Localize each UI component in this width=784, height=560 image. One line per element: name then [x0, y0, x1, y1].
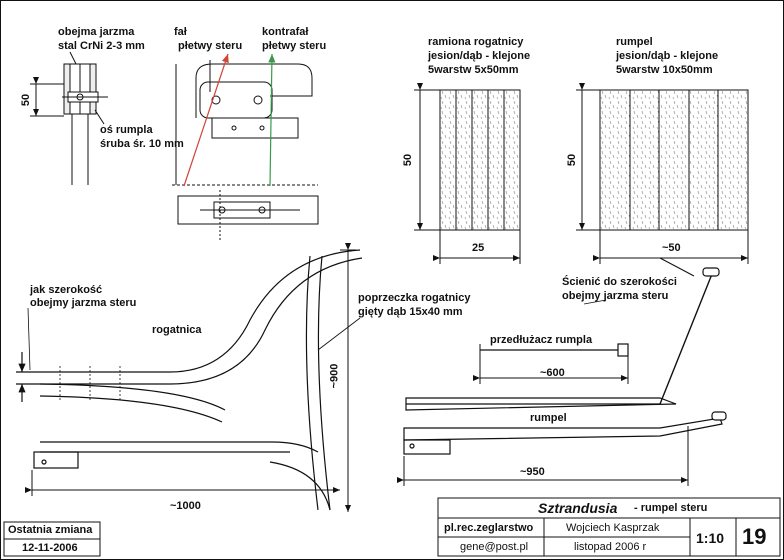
rumpel-dim-width: ~50	[662, 242, 681, 254]
date-label: listopad 2006 r	[574, 541, 647, 553]
last-change-label: Ostatnia zmiana	[8, 524, 93, 536]
kontrafal-line	[268, 53, 276, 187]
site-label: pl.rec.zeglarstwo	[444, 522, 534, 534]
ramiona-title-3: 5warstw 5x50mm	[428, 64, 519, 76]
scale-label: 1:10	[696, 530, 725, 546]
kontrafal-label: kontrafał	[262, 26, 309, 38]
rumpel-title-2: jesion/dąb - klejone	[616, 50, 719, 62]
rogatnica-label: rogatnica	[152, 324, 202, 336]
obejma-detail	[30, 51, 108, 185]
dim-950: ~950	[520, 466, 545, 478]
rumpel-label: rumpel	[530, 412, 567, 424]
ramiona-title-1: ramiona rogatnicy	[428, 36, 524, 48]
sheet-number: 19	[742, 524, 767, 549]
drawing-subtitle: - rumpel steru	[634, 502, 708, 514]
ramiona-dim-width: 25	[472, 242, 485, 254]
ramiona-dim-height: 50	[402, 153, 415, 167]
jak-szerokosc-label-2: obejmy jarzma steru	[30, 297, 137, 309]
author-label: Wojciech Kasprzak	[566, 522, 660, 534]
scienic-label: Ścienić do szerokości	[562, 276, 677, 288]
fal-label-2: płetwy steru	[178, 40, 243, 52]
ramiona-section	[414, 83, 521, 264]
rumpel-title-1: rumpel	[616, 36, 653, 48]
poprzeczka-label-2: gięty dąb 15x40 mm	[358, 306, 463, 318]
obejma-label: obejma jarzma	[58, 26, 135, 38]
fal-line	[183, 53, 229, 187]
stal-label: stal CrNi 2-3 mm	[58, 40, 145, 52]
last-change-date: 12-11-2006	[22, 542, 78, 554]
email-label: gene@post.pl	[460, 541, 529, 553]
kontrafal-label-2: płetwy steru	[262, 40, 327, 52]
drawing-title: Sztrandusia	[538, 500, 618, 516]
rumpel-title-3: 5warstw 10x50mm	[616, 64, 713, 76]
rumpel-dim-height: 50	[566, 153, 579, 167]
dim-1000: ~1000	[170, 500, 201, 512]
sruba-label: śruba śr. 10 mm	[100, 138, 184, 150]
jak-szerokosc-label: jak szerokość	[30, 284, 103, 296]
title-block	[3, 497, 781, 557]
fal-label: fał	[174, 26, 187, 38]
ramiona-title-2: jesion/dąb - klejone	[428, 50, 531, 62]
scienic-label-2: obejmy jarzma steru	[562, 290, 669, 302]
os-rumpla-label: oś rumpla	[100, 124, 153, 136]
fal-detail	[172, 63, 319, 240]
dim-900: ~900	[328, 363, 341, 389]
rumpel-section	[576, 83, 749, 277]
dim-600: ~600	[540, 367, 565, 379]
rumpel-view	[397, 267, 727, 486]
przedluzacz-label: przedłużacz rumpla	[490, 334, 593, 346]
poprzeczka-label: poprzeczka rogatnicy	[358, 292, 471, 304]
rogatnica-view	[16, 243, 363, 512]
dim-50-obejma: 50	[20, 93, 33, 107]
